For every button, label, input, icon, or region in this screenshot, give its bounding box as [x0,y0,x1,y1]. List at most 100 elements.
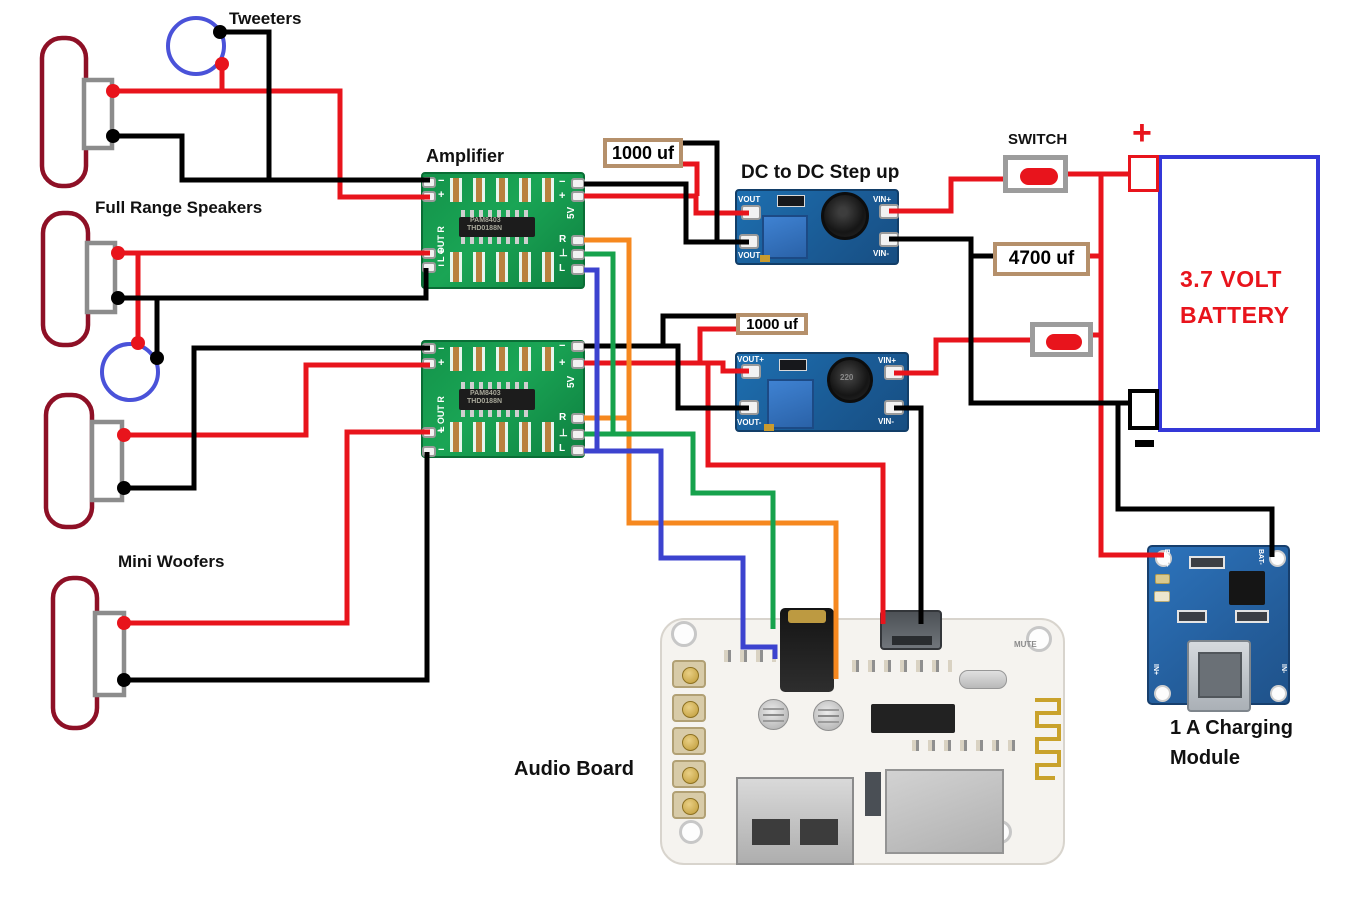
speaker-bracket-1 [81,77,115,151]
solder-pad [571,235,585,246]
terminal-dot-red [111,246,125,260]
solder-pad [422,358,436,369]
amplifier-board-2 [421,340,585,458]
silkscreen-text: VOUT [738,251,761,260]
silkscreen-text: − [438,175,445,187]
silkscreen-text: + [559,357,566,369]
terminal-dot-red [215,57,229,71]
silkscreen-text: − [438,260,445,272]
solder-pad [571,429,585,440]
label-switch: SWITCH [1008,131,1068,148]
electrolytic-capacitor [758,699,789,730]
silkscreen-text: − [559,176,566,188]
speaker-body-3 [43,392,95,530]
mount-hole [1026,626,1052,652]
terminal-dot-black [106,129,120,143]
mini-usb-port [1187,640,1251,712]
audio-jack [780,608,834,692]
wire-red-bus-to-charger [1098,174,1164,558]
trimmer-screw [760,255,770,262]
wire-tweeter1-neg [220,29,272,180]
label-audio-board: Audio Board [514,758,634,780]
solder-hole-in-plus [1154,685,1171,702]
silkscreen-text: PAM8403 [470,390,501,397]
label-mini-woofers: Mini Woofers [118,552,225,571]
chip-pins [461,237,533,244]
wire-vin2-to-switch2 [894,337,1031,376]
mount-hole [671,621,697,647]
charging-label-line1: 1 A Charging [1170,717,1293,739]
chip-pins [461,210,533,217]
wire-cap1000a-black-lead [681,140,720,242]
speaker-bracket-2 [84,240,118,315]
silkscreen-text: + [438,425,445,437]
battery: 3.7 VOLT BATTERY [1158,155,1320,432]
trimmer-potentiometer [767,379,814,429]
silkscreen-text: BAT+ [1163,549,1170,567]
label-dc-to-dc-step-up: DC to DC Step up [741,162,900,183]
jack-gold-ring [788,610,826,623]
solder-pad [879,204,899,219]
wire-amp2-gnd-to-vout2 [584,343,749,411]
silkscreen-text: PAM8403 [470,217,501,224]
smd-resistor [1177,610,1207,623]
solder-pad [571,413,585,424]
silkscreen-text: BAT- [1257,549,1264,565]
solder-pad [884,365,904,380]
inductor [821,192,869,240]
silkscreen-text: THD0188N [467,398,503,405]
trimmer-screw [764,424,774,431]
trimmer-potentiometer [762,215,808,259]
silkscreen-text: L [559,263,566,274]
silkscreen-text: THD0188N [467,225,503,232]
solder-hole-bat-minus [1269,550,1286,567]
power-switch-2 [1030,322,1093,357]
terminal-dot-black [117,481,131,495]
solder-pad [422,446,436,457]
silkscreen-text: VOUT+ [737,355,764,364]
sd-eject [865,772,881,816]
terminal-dot-red [117,428,131,442]
silkscreen-text: IN- [1280,664,1287,674]
wire-speaker1-neg-to-amp1 [113,133,430,183]
wire-cap1000b-black-lead [660,313,737,346]
silkscreen-text: VIN+ [873,195,892,204]
battery-word: BATTERY [1180,302,1290,328]
silkscreen-text: 5V [566,375,577,388]
button-cap [682,701,699,718]
silkscreen-text: VIN+ [878,356,897,365]
charging-label-line2: Module [1170,747,1240,769]
terminal-dot-black [213,25,227,39]
solder-pad [571,178,585,189]
button-cap [682,767,699,784]
smd-components [724,650,776,662]
solder-pad [571,358,585,369]
solder-pad [422,248,436,259]
silkscreen-text: L [559,443,566,454]
smd-components [852,660,952,672]
solder-pad [571,264,585,275]
silkscreen-text: IN+ [1152,664,1159,676]
wire-vin2-neg-to-audio-gnd [894,405,924,624]
smd-components [450,422,554,452]
silkscreen-text: R [559,234,567,245]
speaker-bracket-4 [92,610,127,698]
silkscreen-text: − [559,340,566,352]
wire-amp1-5v-to-vout1 [584,193,749,216]
label-tweeters: Tweeters [229,9,302,28]
mount-hole [679,820,703,844]
terminal-dot-red [117,616,131,630]
button-cap [682,798,699,815]
smd-components [450,178,554,202]
label-charging-module: 1 A Charging Module [1170,713,1293,773]
micro-usb-port [880,610,942,650]
silkscreen-text: VOUT- [737,418,762,427]
battery-label: 3.7 VOLT BATTERY [1180,261,1290,333]
tweeter-coil-1 [166,16,226,76]
full-led [1154,591,1170,602]
button-back [672,760,706,788]
silkscreen-text: L OUT R [436,226,446,262]
terminal-dot-black [150,351,164,365]
solder-pad [422,191,436,202]
solder-pad [571,341,585,352]
